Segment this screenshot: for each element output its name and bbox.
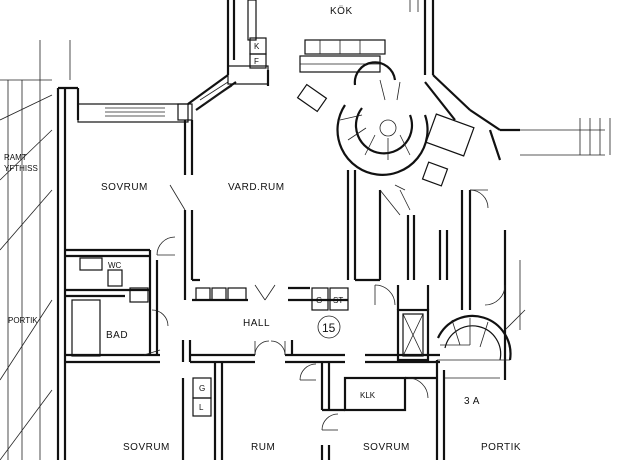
room-label-portik-right: PORTIK xyxy=(481,442,521,453)
fixture-label-f: F xyxy=(254,57,259,66)
diagonal-wall-kitchen xyxy=(187,74,237,111)
room-label-hall: HALL xyxy=(243,318,270,329)
fixture-label-g: G xyxy=(316,296,322,305)
left-edge-lines xyxy=(0,40,71,460)
room-label-kok: KÖK xyxy=(330,5,353,17)
south-rooms-walls xyxy=(181,362,437,460)
hall-south-walls xyxy=(65,340,440,364)
west-wall xyxy=(56,86,80,460)
stair-label: 3 A xyxy=(464,396,480,407)
fixture-label-k: K xyxy=(254,42,260,51)
wc-bad-block xyxy=(65,236,176,357)
fixture-label-g-lower: G xyxy=(199,384,205,393)
entrance-stair-3a xyxy=(435,309,526,460)
north-wall-sovrum xyxy=(77,103,193,123)
room-label-bad: BAD xyxy=(106,330,128,341)
room-label-wc: WC xyxy=(108,261,122,270)
room-label-sovrum-bottom-left: SOVRUM xyxy=(123,442,170,453)
room-label-sovrum-bottom-right: SOVRUM xyxy=(363,442,410,453)
hall-north-walls xyxy=(192,278,380,311)
hall-double-door xyxy=(254,340,286,356)
unit-number-circle xyxy=(317,315,341,339)
unit-number: 15 xyxy=(322,321,336,335)
partition-sovrum-vardrum xyxy=(169,120,194,300)
kitchen-skewed-elements xyxy=(296,74,611,187)
room-label-klk: KLK xyxy=(360,391,376,400)
curved-stair xyxy=(336,61,429,176)
hall-east-shaft xyxy=(374,284,430,362)
corridor-walls xyxy=(346,170,521,380)
room-label-sovrum-top: SOVRUM xyxy=(101,182,148,193)
edge-text-2: YFTHISS xyxy=(4,164,38,173)
fixture-label-st: ST xyxy=(333,296,343,305)
room-label-rum: RUM xyxy=(251,442,275,453)
fixture-label-l-lower: L xyxy=(199,403,204,412)
edge-text-1: RAMT xyxy=(4,153,27,162)
room-label-vardrum: VARD.RUM xyxy=(228,182,285,193)
room-label-portik-left: PORTIK xyxy=(8,316,38,325)
